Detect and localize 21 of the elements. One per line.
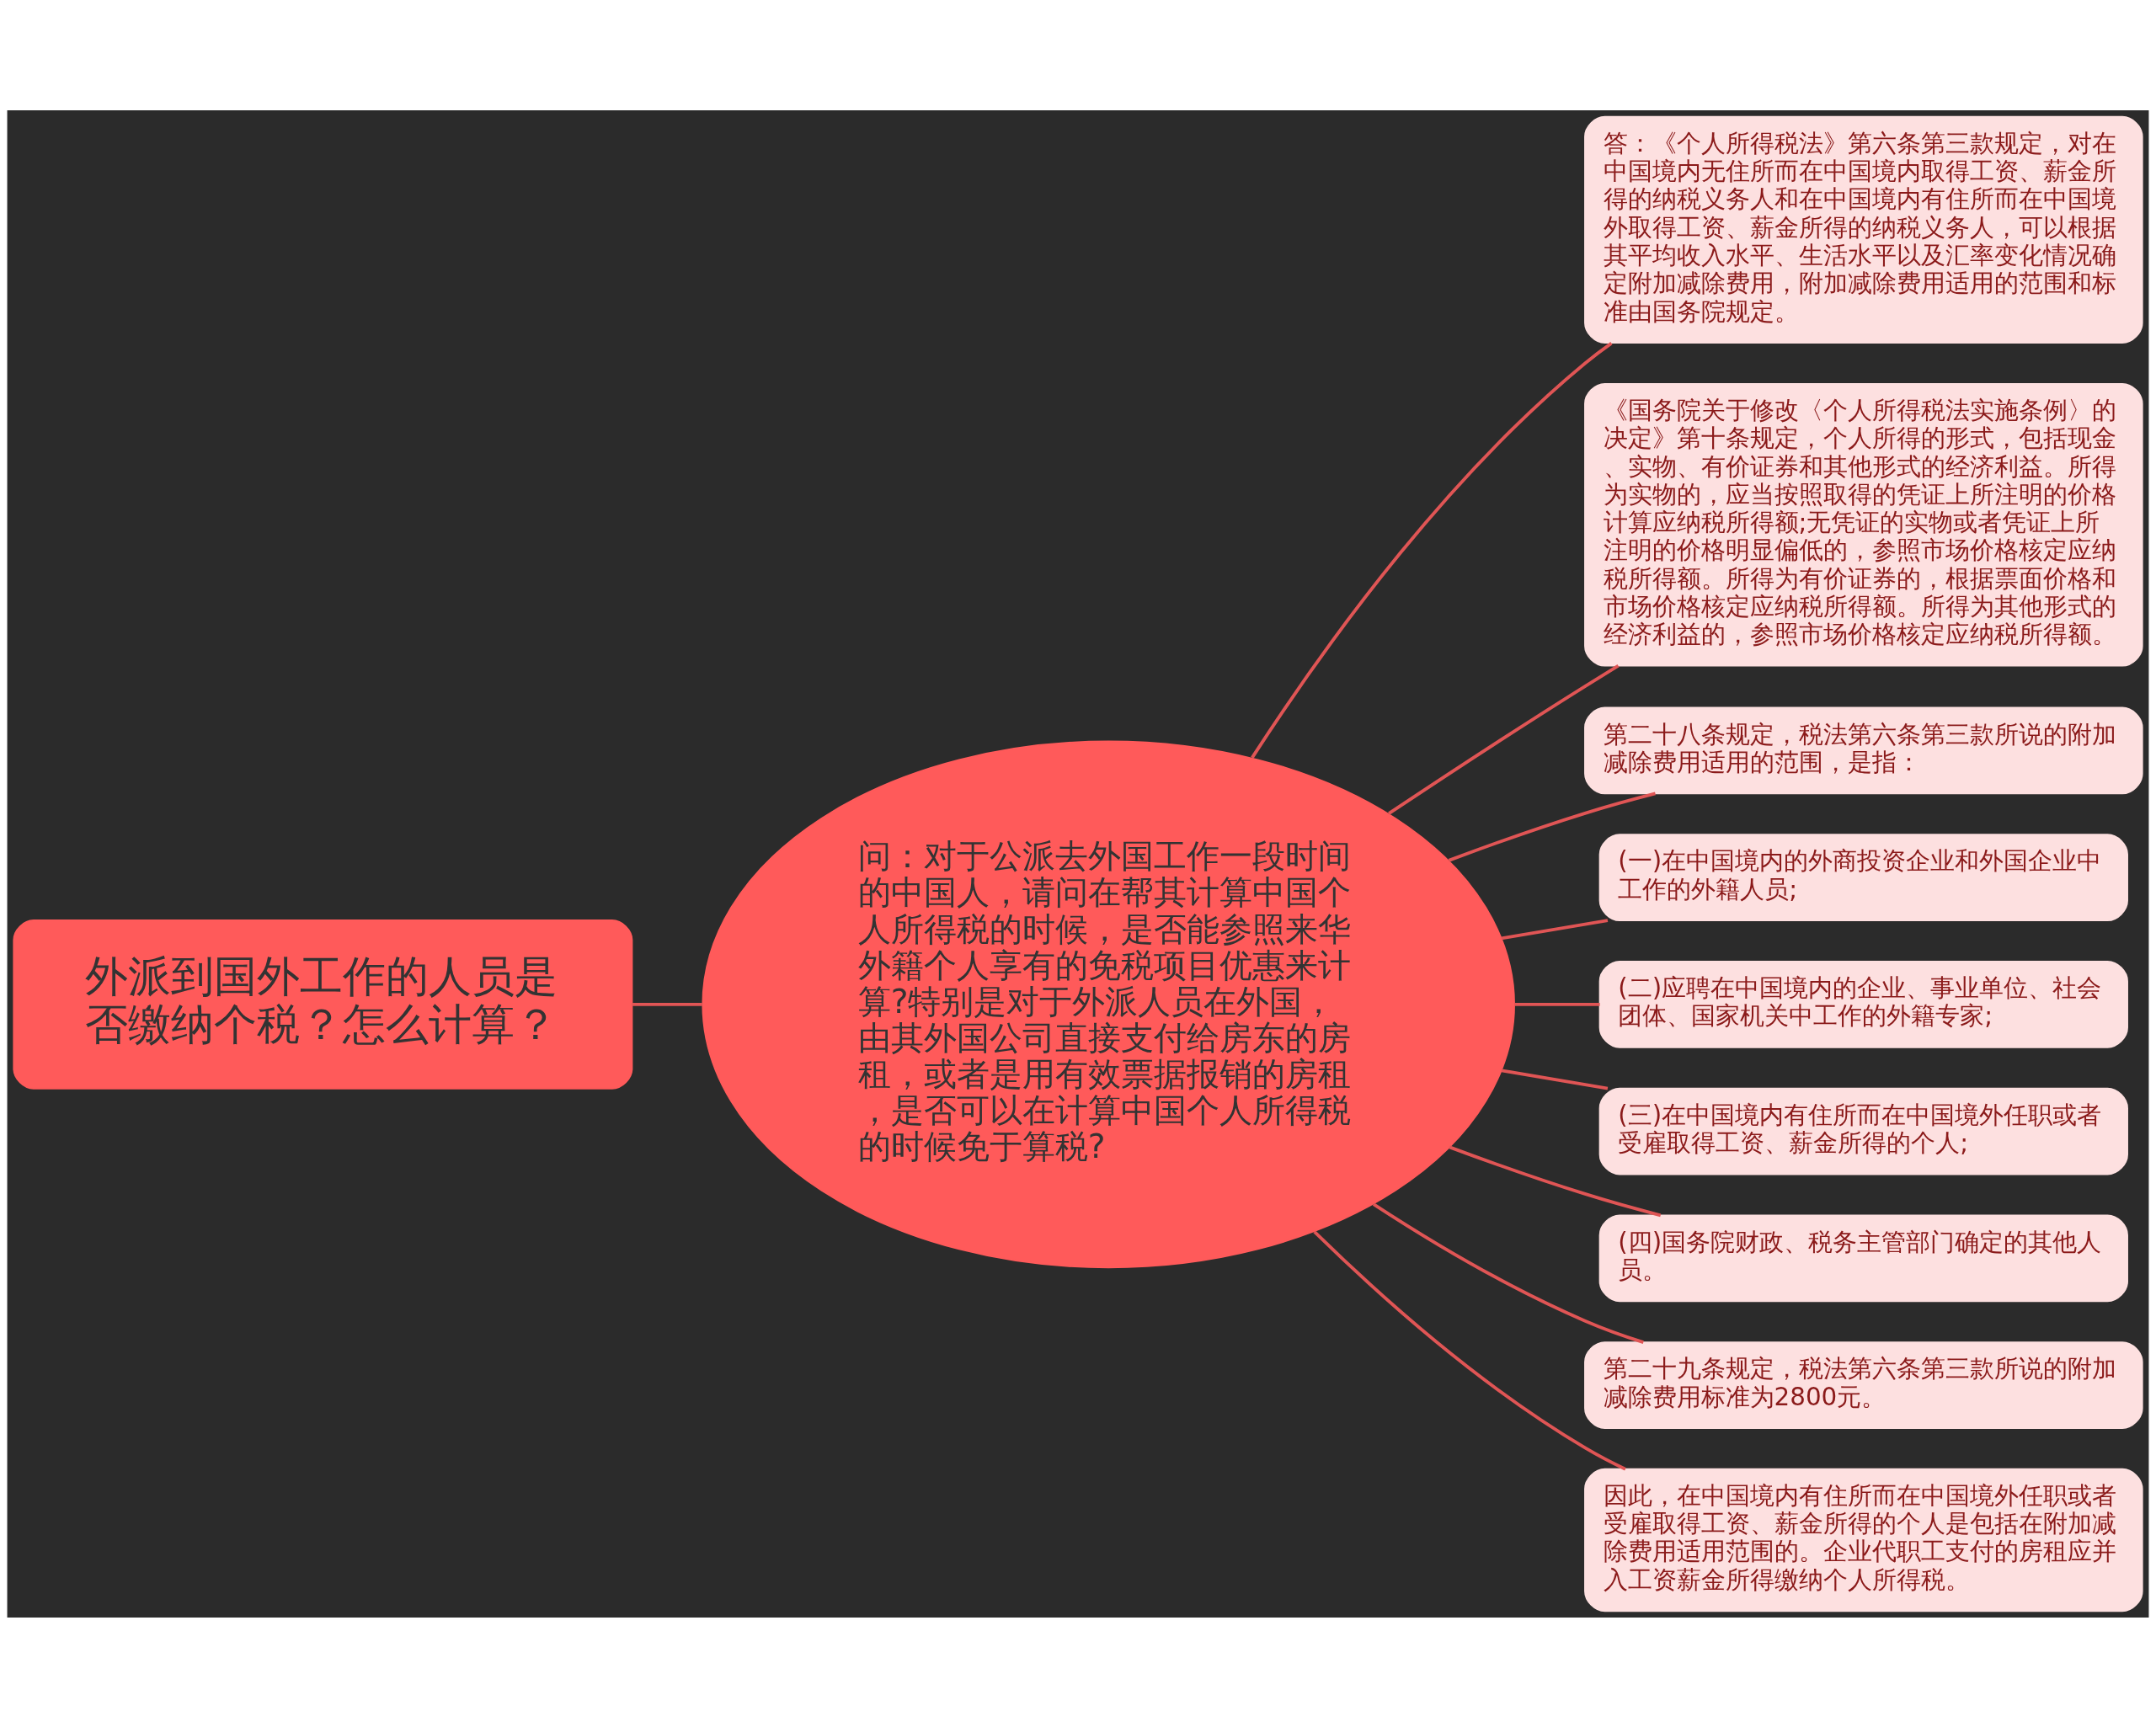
connector	[1372, 1202, 1644, 1344]
connector	[1313, 1229, 1626, 1470]
node-box: 因此，在中国境内有住所而在中国境外任职或者受雇取得工资、薪金所得的个人是包括在附加减除费用适用范围的。企业代职工支付的房租应并入工资薪金所得缴纳个人所得税。	[1584, 1468, 2143, 1612]
connector	[1448, 791, 1656, 862]
node-box: (二)应聘在中国境内的企业、事业单位、社会团体、国家机关中工作的外籍专家;	[1598, 960, 2128, 1048]
node-box: 答：《个人所得税法》第六条第三款规定，对在中国境内无住所而在中国境内取得工资、薪金所得的纳税义务人和在中国境内有住所而在中国境外取得工资、薪金所得的纳税义务人，可以根据其平均收入水平、生活水平以及汇率变化情况确定附加减除费用，附加减除费用适用的范围和标准由国务院规定。	[1584, 115, 2143, 344]
connector	[1501, 1068, 1609, 1090]
connector	[1501, 918, 1609, 940]
connector	[632, 1002, 702, 1006]
node-box: (三)在中国境内有住所而在中国境外任职或者受雇取得工资、薪金所得的个人;	[1598, 1087, 2128, 1175]
node-box: 外派到国外工作的人员是否缴纳个税？怎么计算？	[13, 919, 633, 1090]
node-ellipse: 问：对于公派去外国工作一段时间的中国人，请问在帮其计算中国个人所得税的时候，是否能参照来华外籍个人享有的免税项目优惠来计算?特别是对于外派人员在外国，由其外国公司直接支付给房东的房租，或者是用有效票据报销的房租，是否可以在计算中国个人所得税的时候免于算税?	[702, 739, 1515, 1268]
node-box: 第二十九条规定，税法第六条第三款所说的附加减除费用标准为2800元。	[1584, 1341, 2143, 1429]
node-box: 第二十八条规定，税法第六条第三款所说的附加减除费用适用的范围，是指：	[1584, 706, 2143, 794]
connector	[1251, 341, 1613, 759]
node-box: 《国务院关于修改〈个人所得税法实施条例〉的决定》第十条规定，个人所得的形式，包括现金、实物、有价证券和其他形式的经济利益。所得为实物的，应当按照取得的凭证上所注明的价格计算应纳税所得额;无凭证的实物或者凭证上所注明的价格明显偏低的，参照市场价格核定应纳税所得额。所得为有价证券的，根据票面价格和市场价格核定应纳税所得额。所得为其他形式的经济利益的，参照市场价格核定应纳税所得额。	[1584, 382, 2143, 667]
node-box: (四)国务院财政、税务主管部门确定的其他人员。	[1598, 1213, 2128, 1302]
connector	[1388, 664, 1620, 815]
connector	[1514, 1002, 1600, 1006]
node-box: (一)在中国境内的外商投资企业和外国企业中工作的外籍人员;	[1598, 833, 2128, 921]
connector	[1449, 1145, 1662, 1217]
